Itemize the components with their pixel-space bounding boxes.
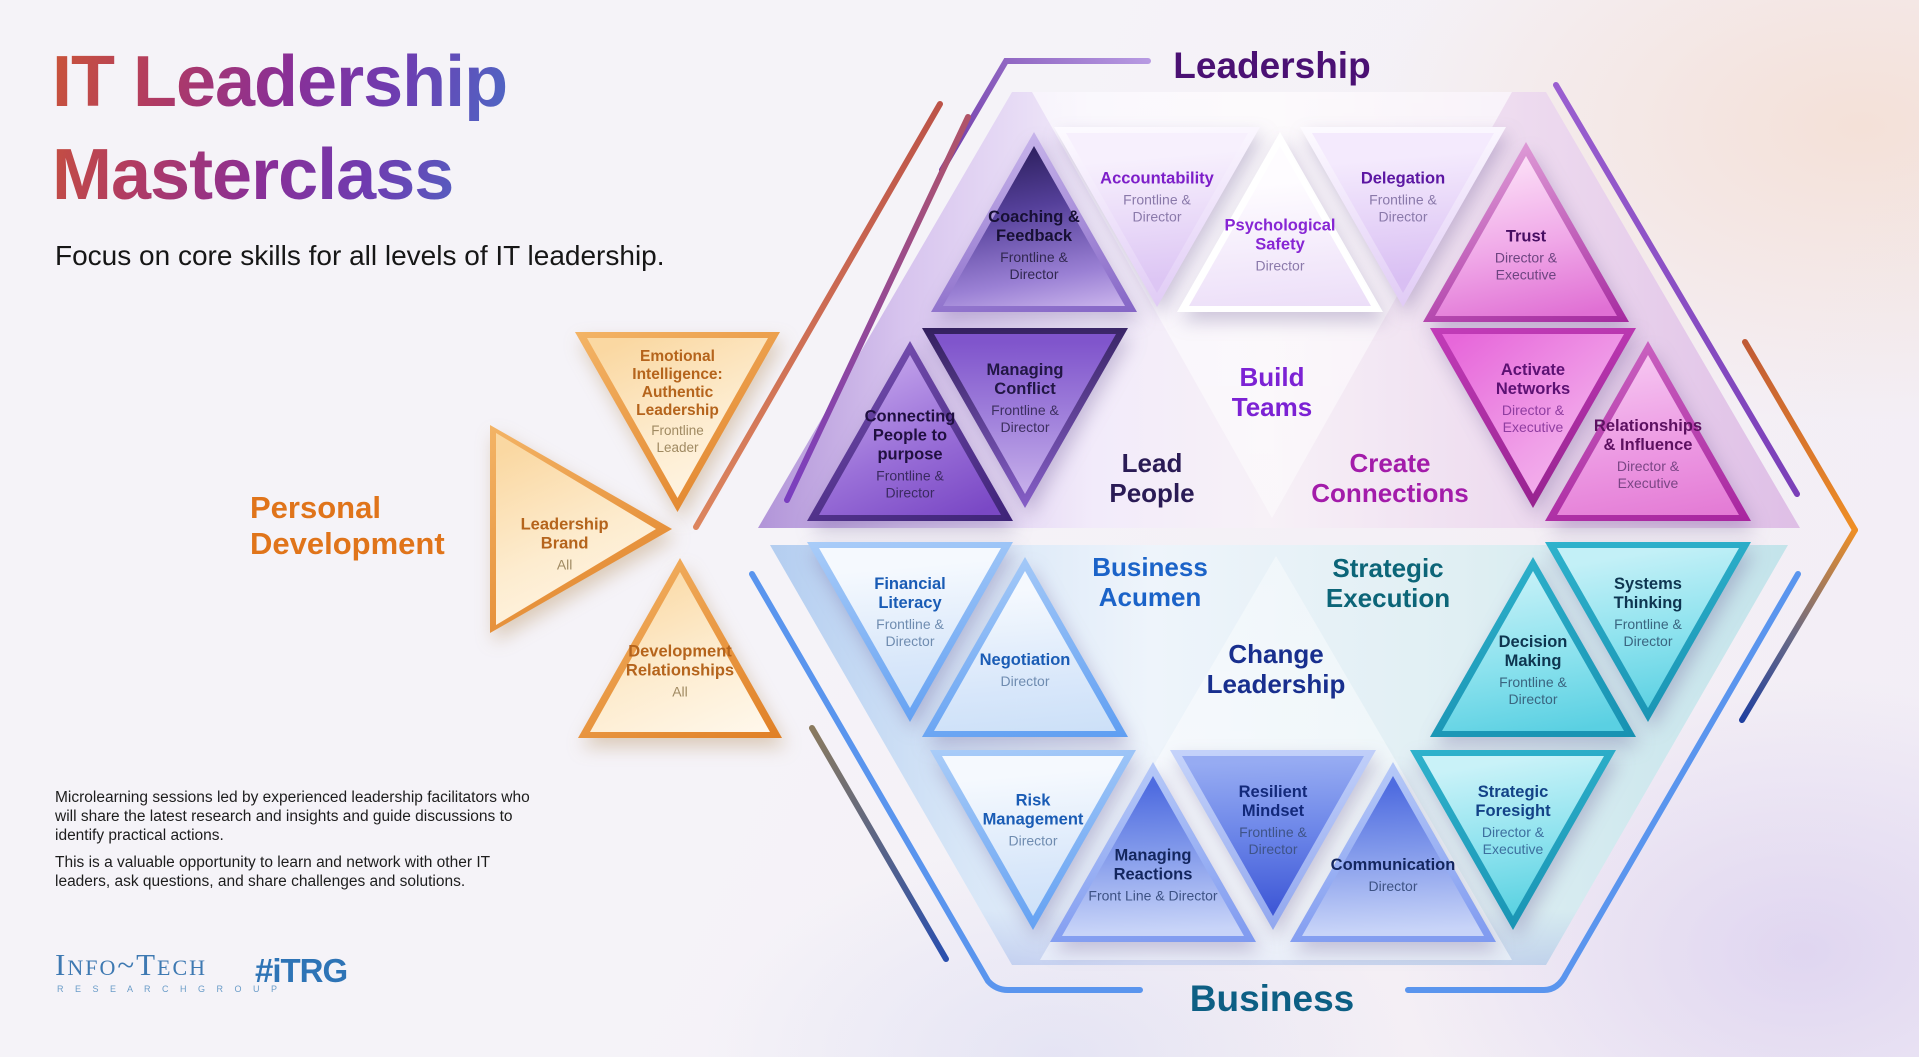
infotech-logo: Info~Tech — [55, 947, 208, 982]
triangle-systems-thinking: Systems Thinking Frontline & Director — [1545, 542, 1751, 722]
itrg-logo: #iTRG — [255, 952, 348, 989]
triangle-title: Delegation — [1360, 169, 1446, 188]
triangle-audience: Director — [1368, 878, 1418, 895]
triangle-coaching-feedback: Coaching & Feedback Frontline & Director — [931, 132, 1137, 312]
triangle-audience: Director & Executive — [1494, 249, 1558, 283]
triangle-title: Managing Reactions — [1113, 846, 1193, 884]
triangle-audience: Director — [1000, 673, 1050, 690]
triangle-title: Coaching & Feedback — [988, 208, 1080, 246]
section-label-strategic-execution: Strategic Execution — [1325, 553, 1451, 613]
triangle-development-relationships: Development Relationships All — [578, 558, 782, 738]
triangle-audience: All — [556, 555, 573, 572]
triangle-title: Financial Literacy — [874, 575, 946, 613]
triangle-audience: Director & Executive — [1481, 824, 1545, 857]
triangle-title: Relationships & Influence — [1593, 417, 1703, 455]
personal-development-label: Personal Development — [250, 490, 445, 561]
infotech-logo-subline: R E S E A R C H G R O U P — [57, 984, 282, 994]
triangle-audience: Frontline & Director — [1239, 824, 1307, 857]
triangle-audience: All — [672, 683, 688, 700]
triangle-trust: Trust Director & Executive — [1423, 142, 1629, 322]
triangle-audience: Director — [1255, 257, 1305, 274]
triangle-resilient-mindset: Resilient Mindset Frontline & Director — [1170, 750, 1376, 930]
section-label-build-teams: Build Teams — [1231, 362, 1313, 422]
triangle-audience: Front Line & Director — [1088, 887, 1218, 904]
section-label-change-leadership: Change Leadership — [1206, 639, 1346, 699]
triangle-audience: Director & Executive — [1616, 458, 1680, 491]
triangle-connecting-people-to-purpose: Connecting People to purpose Frontline &… — [807, 341, 1013, 521]
triangle-audience: Frontline Leader — [651, 423, 704, 455]
triangle-audience: Frontline & Director — [1499, 674, 1567, 707]
triangle-title: Accountability — [1100, 169, 1214, 188]
triangle-audience: Frontline & Director — [876, 467, 944, 501]
triangle-risk-management: Risk Management Director — [930, 750, 1136, 930]
page-subtitle: Focus on core skills for all levels of I… — [55, 240, 665, 271]
triangle-title: Systems Thinking — [1613, 575, 1683, 613]
leadership-label: Leadership — [1173, 45, 1371, 86]
triangle-title: Activate Networks — [1495, 361, 1571, 399]
triangle-title: Negotiation — [979, 651, 1071, 670]
triangle-audience: Frontline & Director — [1369, 191, 1437, 225]
triangle-leadership-brand: Leadership Brand All — [490, 425, 672, 633]
triangle-title: Psychological Safety — [1224, 216, 1336, 254]
triangle-audience: Frontline & Director — [991, 402, 1059, 435]
footer-paragraph-1: Microlearning sessions led by experience… — [55, 789, 530, 844]
section-label-business-acumen: Business Acumen — [1092, 552, 1208, 612]
triangle-strategic-foresight: Strategic Foresight Director & Executive — [1410, 750, 1616, 930]
triangle-emotional-intelligence: Emotional Intelligence: Authentic Leader… — [575, 332, 780, 512]
triangle-title: Connecting People to purpose — [864, 407, 956, 464]
triangle-title: Risk Management — [982, 791, 1084, 829]
triangle-audience: Frontline & Director — [1123, 191, 1191, 225]
triangle-audience: Frontline & Director — [1614, 616, 1682, 649]
section-label-lead-people: Lead People — [1109, 448, 1195, 508]
triangle-managing-conflict: Managing Conflict Frontline & Director — [922, 328, 1128, 508]
triangle-title: Resilient Mindset — [1238, 783, 1308, 821]
triangle-title: Communication — [1330, 856, 1456, 875]
triangle-audience: Frontline & Director — [1000, 249, 1068, 282]
page-title: IT Leadership Masterclass — [52, 36, 612, 222]
triangle-title: Strategic Foresight — [1475, 783, 1551, 821]
section-label-create-connections: Create Connections — [1311, 448, 1469, 508]
triangle-title: Development Relationships — [625, 642, 735, 680]
triangle-audience: Director — [1008, 832, 1058, 849]
triangle-title: Emotional Intelligence: Authentic Leader… — [632, 348, 723, 420]
triangle-audience: Frontline & Director — [876, 616, 944, 649]
triangle-relationships-influence: Relationships & Influence Director & Exe… — [1545, 341, 1751, 521]
triangle-negotiation: Negotiation Director — [922, 557, 1128, 737]
triangle-title: Leadership Brand — [520, 514, 609, 552]
business-label: Business — [1189, 978, 1355, 1019]
triangle-audience: Director & Executive — [1501, 402, 1565, 435]
triangle-psychological-safety: Psychological Safety Director — [1177, 132, 1383, 312]
footer-paragraph-2: This is a valuable opportunity to learn … — [55, 854, 490, 890]
triangle-title: Decision Making — [1498, 633, 1568, 671]
triangle-title: Managing Conflict — [986, 361, 1064, 399]
triangle-title: Trust — [1505, 227, 1547, 246]
